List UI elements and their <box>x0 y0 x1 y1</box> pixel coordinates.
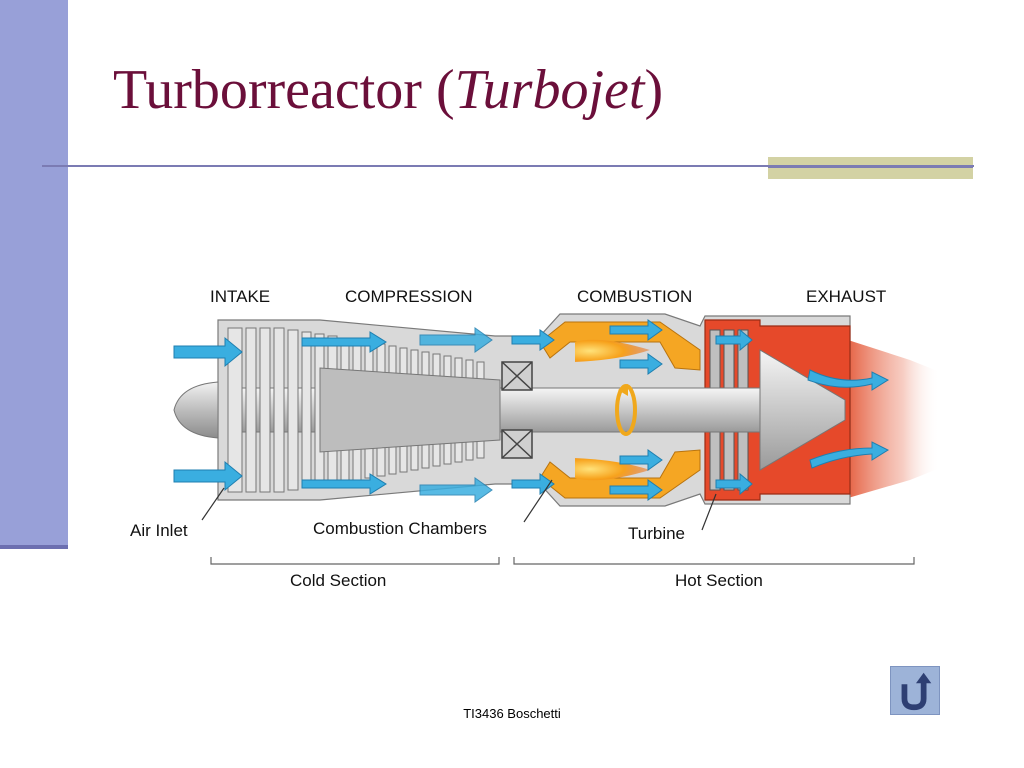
exhaust-plume <box>848 340 940 498</box>
turbojet-diagram: INTAKE COMPRESSION COMBUSTION EXHAUST <box>130 287 940 590</box>
header-compression: COMPRESSION <box>345 287 473 306</box>
title-italic: Turbojet <box>454 59 645 121</box>
label-hot-section: Hot Section <box>675 571 763 590</box>
label-turbine: Turbine <box>628 524 685 543</box>
rotation-arrow-icon <box>615 384 637 436</box>
title-accent-line <box>768 165 973 168</box>
slide-side-bar <box>0 0 68 545</box>
leader-lines <box>201 479 717 531</box>
combustion-liner-bottom <box>539 449 701 499</box>
turbine-blades <box>709 329 749 491</box>
return-arrow-icon <box>901 672 932 711</box>
return-button[interactable] <box>890 666 940 715</box>
combustion-liner-top <box>539 321 701 371</box>
flame-bottom <box>575 458 650 481</box>
title-end: ) <box>644 59 664 121</box>
title-accent-bar <box>768 157 973 179</box>
cold-section-bracket <box>210 557 500 565</box>
header-exhaust: EXHAUST <box>806 287 886 306</box>
title-main: Turborreactor ( <box>113 59 455 121</box>
header-intake: INTAKE <box>210 287 270 306</box>
diffuser-struts <box>501 361 533 459</box>
title-rule <box>42 165 974 167</box>
flame-top <box>575 339 650 362</box>
header-combustion: COMBUSTION <box>577 287 692 306</box>
slide-side-bar-edge <box>0 545 68 549</box>
label-air-inlet: Air Inlet <box>130 521 188 540</box>
slide-title: Turborreactor (Turbojet) <box>113 62 663 118</box>
hot-section-bracket <box>513 557 915 565</box>
label-combustion-chambers: Combustion Chambers <box>313 519 487 538</box>
slide-footer: TI3436 Boschetti <box>463 706 561 721</box>
label-cold-section: Cold Section <box>290 571 386 590</box>
nose-spinner <box>173 381 219 439</box>
compressor-drum <box>319 367 501 453</box>
air-flow-arrows <box>173 319 890 503</box>
